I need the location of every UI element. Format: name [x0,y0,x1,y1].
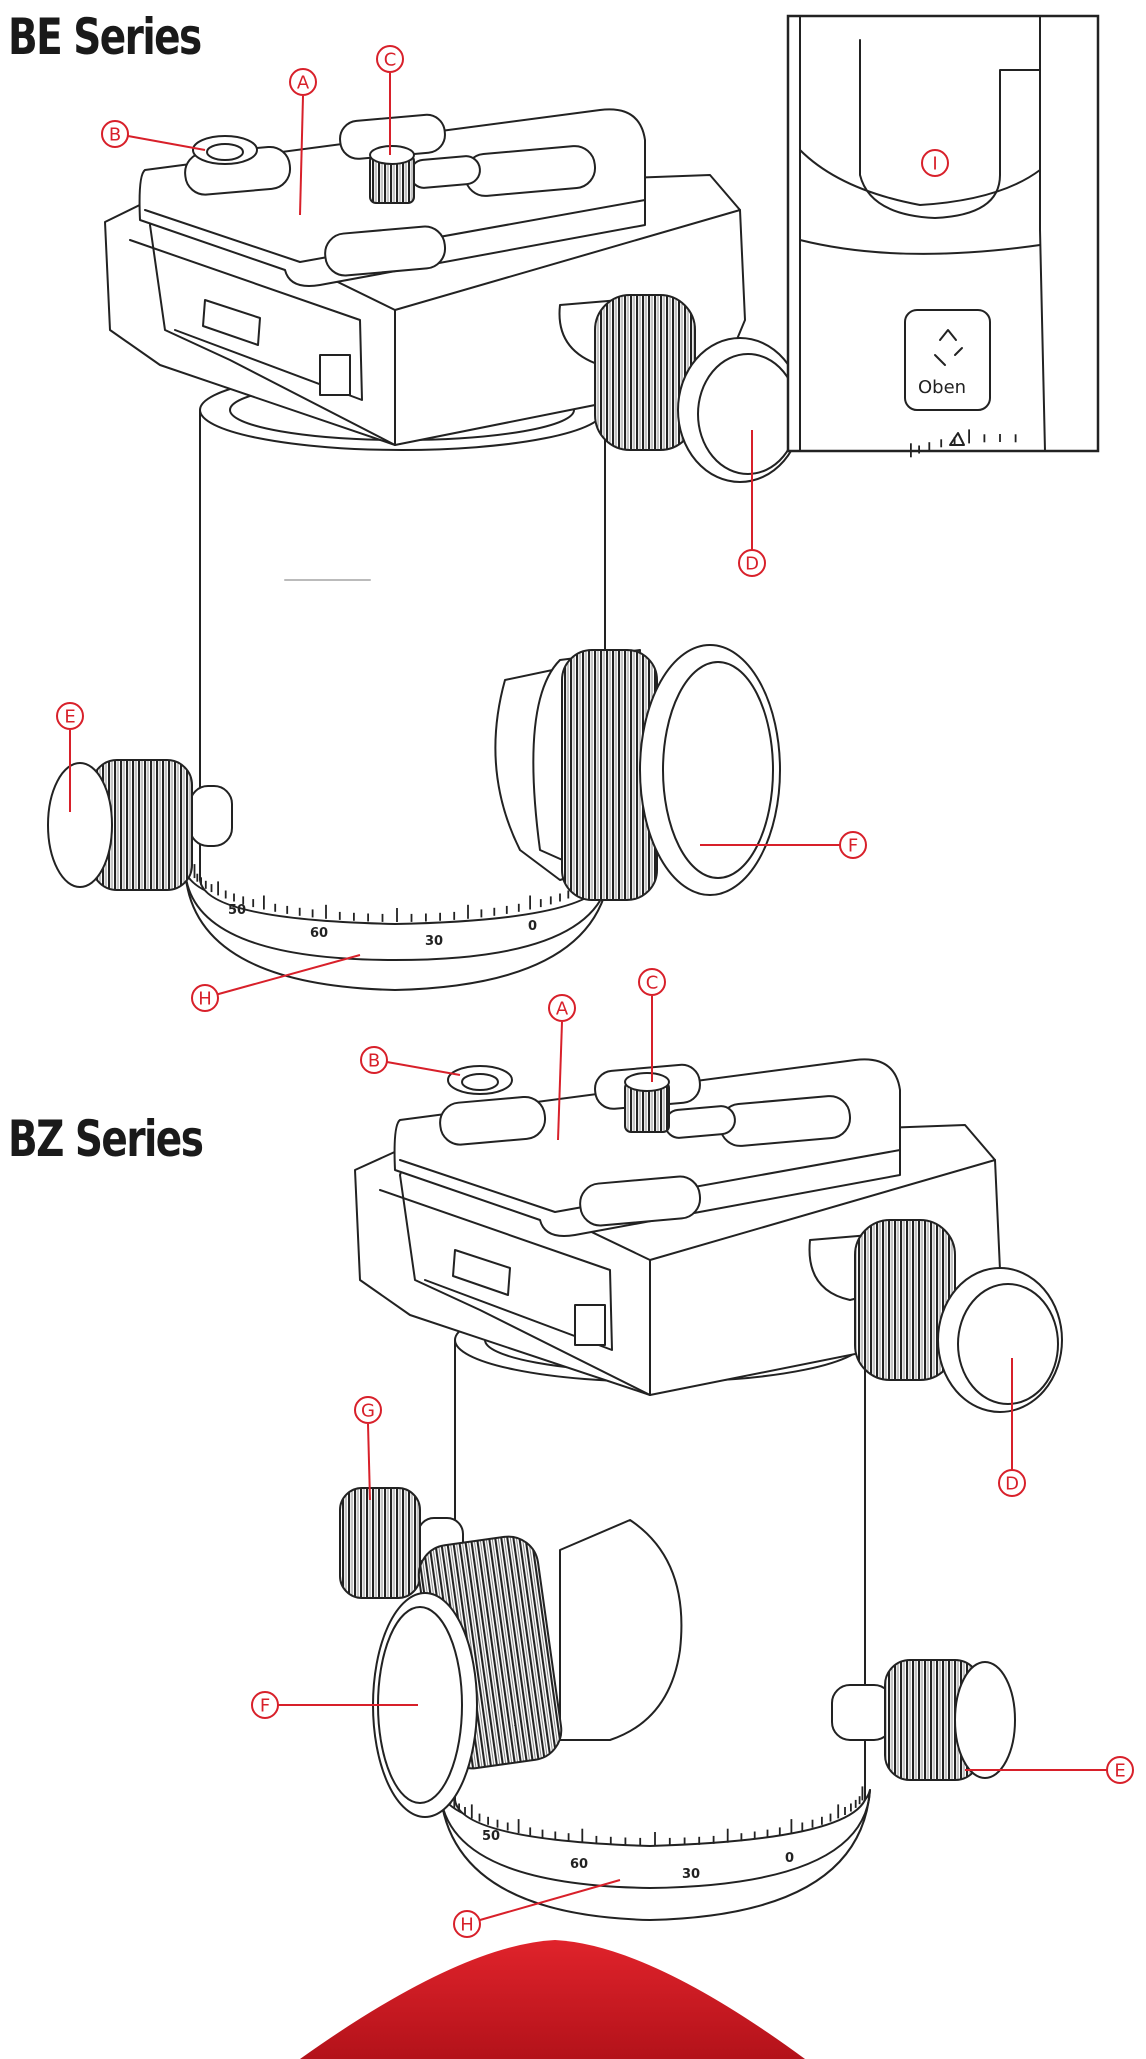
bz-scale-label-60: 60 [570,1857,588,1872]
bz-main-lock-knob [372,1519,683,1818]
bz-scale-label-30: 30 [682,1867,700,1882]
be-callout-e: E [56,702,84,812]
be-scale-label-30: 30 [425,934,443,949]
be-ball-head: 50 60 30 0 [47,108,803,991]
recycle-icon [934,329,963,366]
svg-text:E: E [1114,1761,1125,1782]
be-scale-label-60: 60 [310,926,328,941]
be-pan-lock-knob [47,759,233,891]
bz-mounting-screw [624,1072,670,1133]
bz-callout-a: A [548,994,576,1141]
svg-text:C: C [384,50,397,71]
bz-series-title: BZ Series [8,1110,204,1168]
inset-detail-panel: Oben [786,14,1100,458]
bz-bubble-level [447,1065,513,1095]
be-scale-ticks [193,864,601,922]
footer-arc [300,1940,805,2059]
be-main-lock-knob [494,644,781,901]
inset-logo-badge [904,309,991,411]
svg-text:D: D [1005,1474,1019,1495]
svg-text:B: B [368,1051,380,1072]
be-scale-label-0: 0 [528,919,537,934]
bz-pan-lock-knob [831,1659,1016,1781]
bz-scale-label-0: 0 [785,1851,794,1866]
be-callout-h: H [191,954,361,1012]
svg-text:C: C [646,973,659,994]
bz-callout-f: F [251,1691,418,1719]
svg-text:E: E [64,707,75,728]
bz-clamp-knob [808,1219,1063,1413]
be-bubble-level [192,135,258,165]
bz-callout-b: B [360,1046,461,1076]
svg-text:F: F [260,1696,270,1717]
be-series-title: BE Series [8,8,202,66]
be-callout-c: C [376,45,404,155]
be-callout-i: I [921,149,949,177]
bz-ball-head: 50 60 30 0 [339,1058,1063,1921]
be-mounting-screw [369,145,415,204]
bz-callout-d: D [998,1358,1026,1497]
be-scale-label-50: 50 [228,903,246,918]
inset-logo-text: Oben [918,377,966,398]
bz-callout-h: H [453,1879,621,1938]
svg-text:F: F [848,836,858,857]
svg-text:H: H [460,1915,474,1936]
bz-callout-c: C [638,968,666,1082]
svg-text:A: A [297,73,310,94]
svg-text:A: A [556,999,569,1020]
svg-text:B: B [109,125,121,146]
svg-text:D: D [745,554,759,575]
be-callout-d: D [738,430,766,577]
be-callout-a: A [289,68,317,216]
svg-text:H: H [198,989,212,1010]
inset-scale-ticks [910,429,1017,458]
svg-text:I: I [932,154,937,175]
be-callout-b: B [101,120,206,151]
bz-callout-e: E [965,1756,1134,1784]
be-callout-f: F [700,831,867,859]
page-number: 6 [539,1908,561,1948]
be-clamp-knob [558,294,803,483]
bz-scale-label-50: 50 [482,1829,500,1844]
svg-text:G: G [361,1401,375,1422]
bz-callout-g: G [354,1396,382,1501]
